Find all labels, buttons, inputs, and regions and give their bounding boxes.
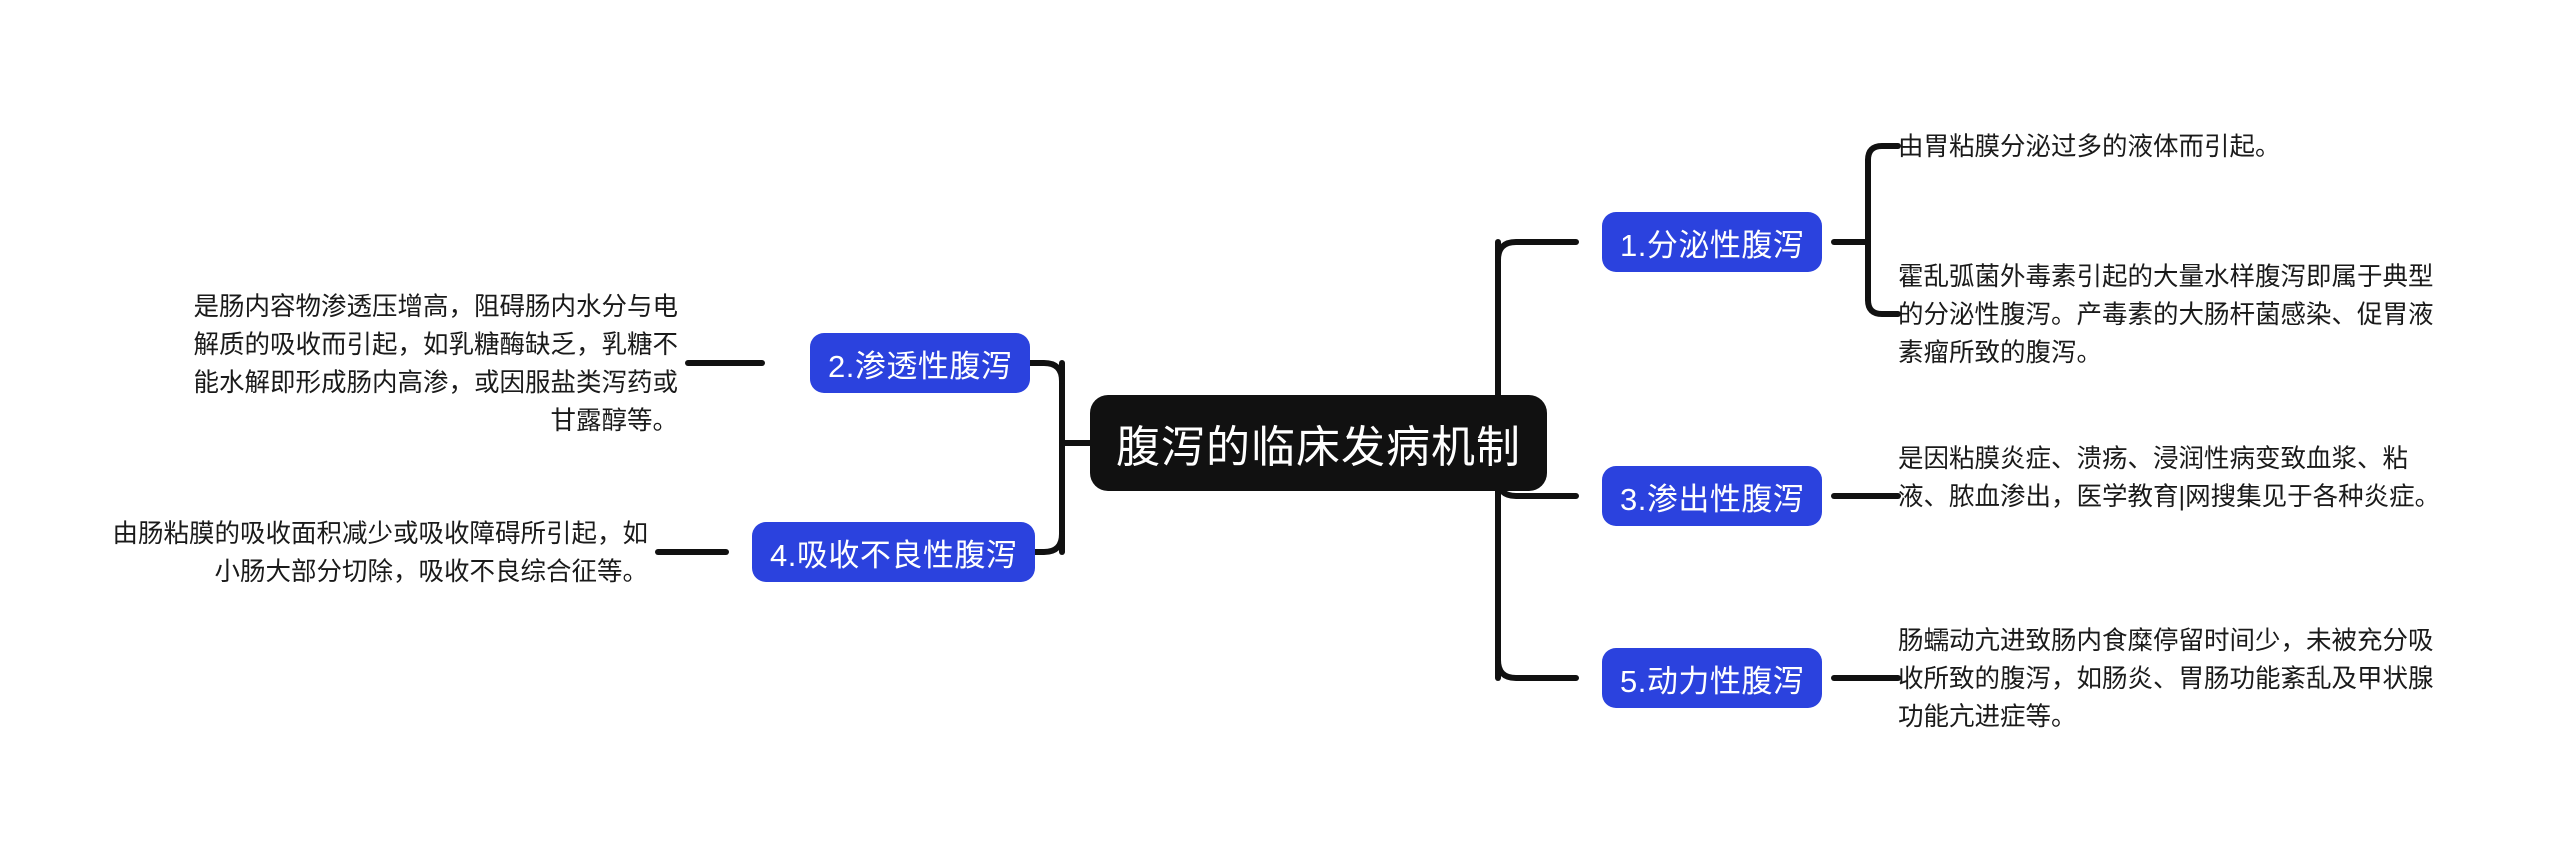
branch-node-4-label: 4.吸收不良性腹泻	[770, 537, 1018, 573]
branch-node-1[interactable]: 1.分泌性腹泻	[1602, 212, 1823, 272]
root-node[interactable]: 腹泻的临床发病机制	[1090, 395, 1547, 491]
wire-right-elbow-b5	[1495, 657, 1579, 681]
branch-node-4[interactable]: 4.吸收不良性腹泻	[752, 522, 1036, 582]
branch-node-5[interactable]: 5.动力性腹泻	[1602, 648, 1823, 708]
leaf-text-b5l1: 肠蠕动亢进致肠内食糜停留时间少，未被充分吸收所致的腹泻，如肠炎、胃肠功能紊乱及甲…	[1898, 627, 2434, 731]
wire-b1-elbow-leaf1	[1865, 143, 1901, 163]
branch-node-2-label: 2.渗透性腹泻	[828, 348, 1013, 384]
leaf-text-b2l1: 是肠内容物渗透压增高，阻碍肠内水分与电解质的吸收而引起，如乳糖酶缺乏，乳糖不能水…	[193, 293, 678, 435]
branch-node-5-label: 5.动力性腹泻	[1620, 663, 1805, 699]
branch-node-1-label: 1.分泌性腹泻	[1620, 227, 1805, 263]
leaf-text-b3l1: 是因粘膜炎症、溃疡、浸润性病变致血浆、粘液、脓血渗出，医学教育|网搜集见于各种炎…	[1898, 445, 2441, 511]
wire-right-elbow-b1	[1495, 239, 1579, 263]
leaf-text-b4l1: 由肠粘膜的吸收面积减少或吸收障碍所引起，如小肠大部分切除，吸收不良综合征等。	[112, 520, 648, 586]
leaf-text-b1l2: 霍乱弧菌外毒素引起的大量水样腹泻即属于典型的分泌性腹泻。产毒素的大肠杆菌感染、促…	[1898, 263, 2434, 367]
branch-node-2[interactable]: 2.渗透性腹泻	[810, 333, 1031, 393]
leaf-text-b1l1: 由胃粘膜分泌过多的液体而引起。	[1898, 133, 2281, 161]
branch-node-3[interactable]: 3.渗出性腹泻	[1602, 466, 1823, 526]
branch-node-3-label: 3.渗出性腹泻	[1620, 481, 1805, 517]
root-node-label: 腹泻的临床发病机制	[1116, 423, 1521, 472]
wire-b1-elbow-leaf2	[1865, 297, 1901, 317]
